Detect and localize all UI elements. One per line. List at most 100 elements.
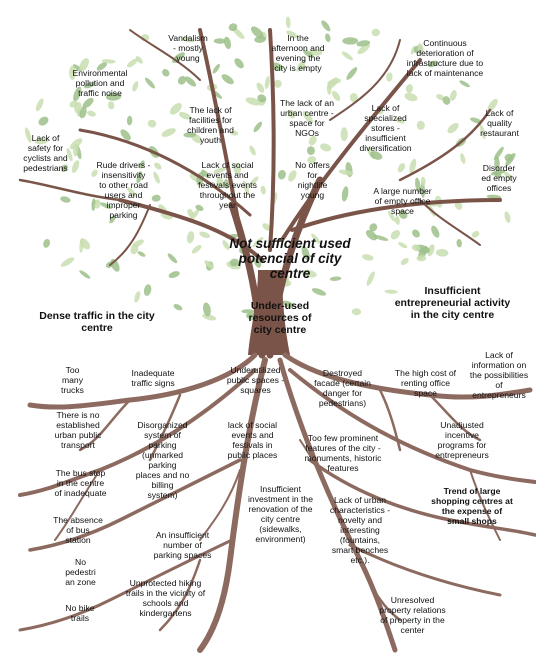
leaf-shape [154,162,162,170]
leaf-shape [184,76,197,87]
leaf-shape [202,302,211,317]
leaf-shape [356,40,371,47]
leaf-shape [340,127,348,142]
leaf-shape [309,48,323,56]
cause-label: Lack of information on the possibilities… [469,350,529,400]
leaf-shape [233,162,241,175]
leaf-shape [183,132,197,138]
leaf-shape [252,237,264,248]
leaf-shape [132,239,144,248]
leaf-shape [417,43,424,54]
leaf-shape [388,210,396,222]
effect-label: Continuous deterioration of infrastructu… [406,38,484,78]
leaf-shape [216,177,224,188]
effect-label: Lack of safety for cyclists and pedestri… [23,133,68,173]
leaf-shape [234,58,244,69]
leaf-shape [257,94,267,103]
leaf-shape [349,93,358,103]
leaf-shape [273,79,282,88]
leaf-shape [82,97,94,109]
cause-label: An insufficient number of parking spaces [153,530,212,560]
leaf-shape [245,97,261,106]
leaf-shape [254,35,267,43]
cause-label: No bike trails [65,603,95,623]
leaf-shape [505,152,516,167]
leaf-shape [371,28,380,37]
leaf-shape [161,128,176,137]
leaf-shape [213,38,226,44]
effect-label: A large number of empty office space [373,186,432,216]
leaf-shape [60,196,71,203]
leaf-shape [454,201,463,210]
cause-label: No pedestri an zone [65,557,96,587]
leaf-shape [365,230,378,241]
leaf-shape [221,74,234,85]
leaf-shape [212,63,220,74]
leaf-shape [60,164,68,173]
leaf-shape [490,169,506,176]
leaf-shape [416,120,425,130]
cause-label: Unadjusted incentive programs for entrep… [435,420,489,460]
leaf-shape [386,72,393,82]
leaf-shape [307,156,317,164]
leaf-shape [126,186,137,197]
leaf-shape [400,257,409,266]
leaf-shape [143,284,152,296]
effect-label: In the afternoon and evening the city is… [271,33,325,73]
leaf-shape [302,111,314,124]
leaf-shape [229,258,239,267]
leaf-shape [277,169,286,180]
leaf-shape [456,239,462,248]
leaf-shape [494,156,500,171]
leaf-shape [132,81,139,92]
leaf-shape [486,194,502,200]
leaf-shape [286,30,299,39]
leaf-shape [303,50,314,58]
leaf-shape [87,110,96,117]
leaf-shape [94,200,101,209]
leaf-shape [405,84,413,94]
leaf-shape [373,234,389,241]
leaf-shape [79,58,89,72]
leaf-shape [199,231,211,238]
leaf-shape [213,167,227,174]
leaf-shape [420,176,426,186]
leaf-shape [178,112,191,120]
leaf-shape [137,251,146,257]
leaf-shape [105,92,122,101]
leaf-shape [60,257,75,267]
leaf-shape [96,62,108,71]
leaf-shape [73,86,82,102]
cause-label: There is no established urban public tra… [54,410,102,450]
leaf-shape [224,178,229,189]
cause-label: Destroyed facade (certain danger for ped… [314,368,371,408]
leaf-shape [43,239,51,248]
effect-label: The lack of an urban centre - space for … [280,98,334,138]
leaf-shape [186,231,195,244]
leaf-shape [394,118,405,124]
leaf-shape [504,211,511,223]
leaf-shape [398,210,408,219]
cause-label: The bus stop in the centre of inadequate [54,468,107,498]
leaf-shape [147,119,157,128]
leaf-shape [398,242,408,249]
leaf-shape [222,240,230,250]
leaf-shape [412,229,420,238]
leaf-shape [311,288,327,296]
leaf-shape [126,115,133,126]
leaf-shape [134,291,141,303]
leaf-shape [177,76,187,85]
leaf-shape [101,59,116,64]
leaf-shape [427,60,439,68]
leaf-shape [460,153,466,164]
leaf-shape [435,248,449,257]
leaf-shape [311,233,321,244]
leaf-shape [319,143,332,152]
leaf-shape [24,127,32,143]
leaf-shape [191,244,202,254]
leaf-shape [242,180,250,195]
leaf-shape [306,146,315,155]
cause-label: Lack of urban characteristics - novelty … [329,495,391,565]
effect-label: Disorder ed empty offices [481,163,517,193]
